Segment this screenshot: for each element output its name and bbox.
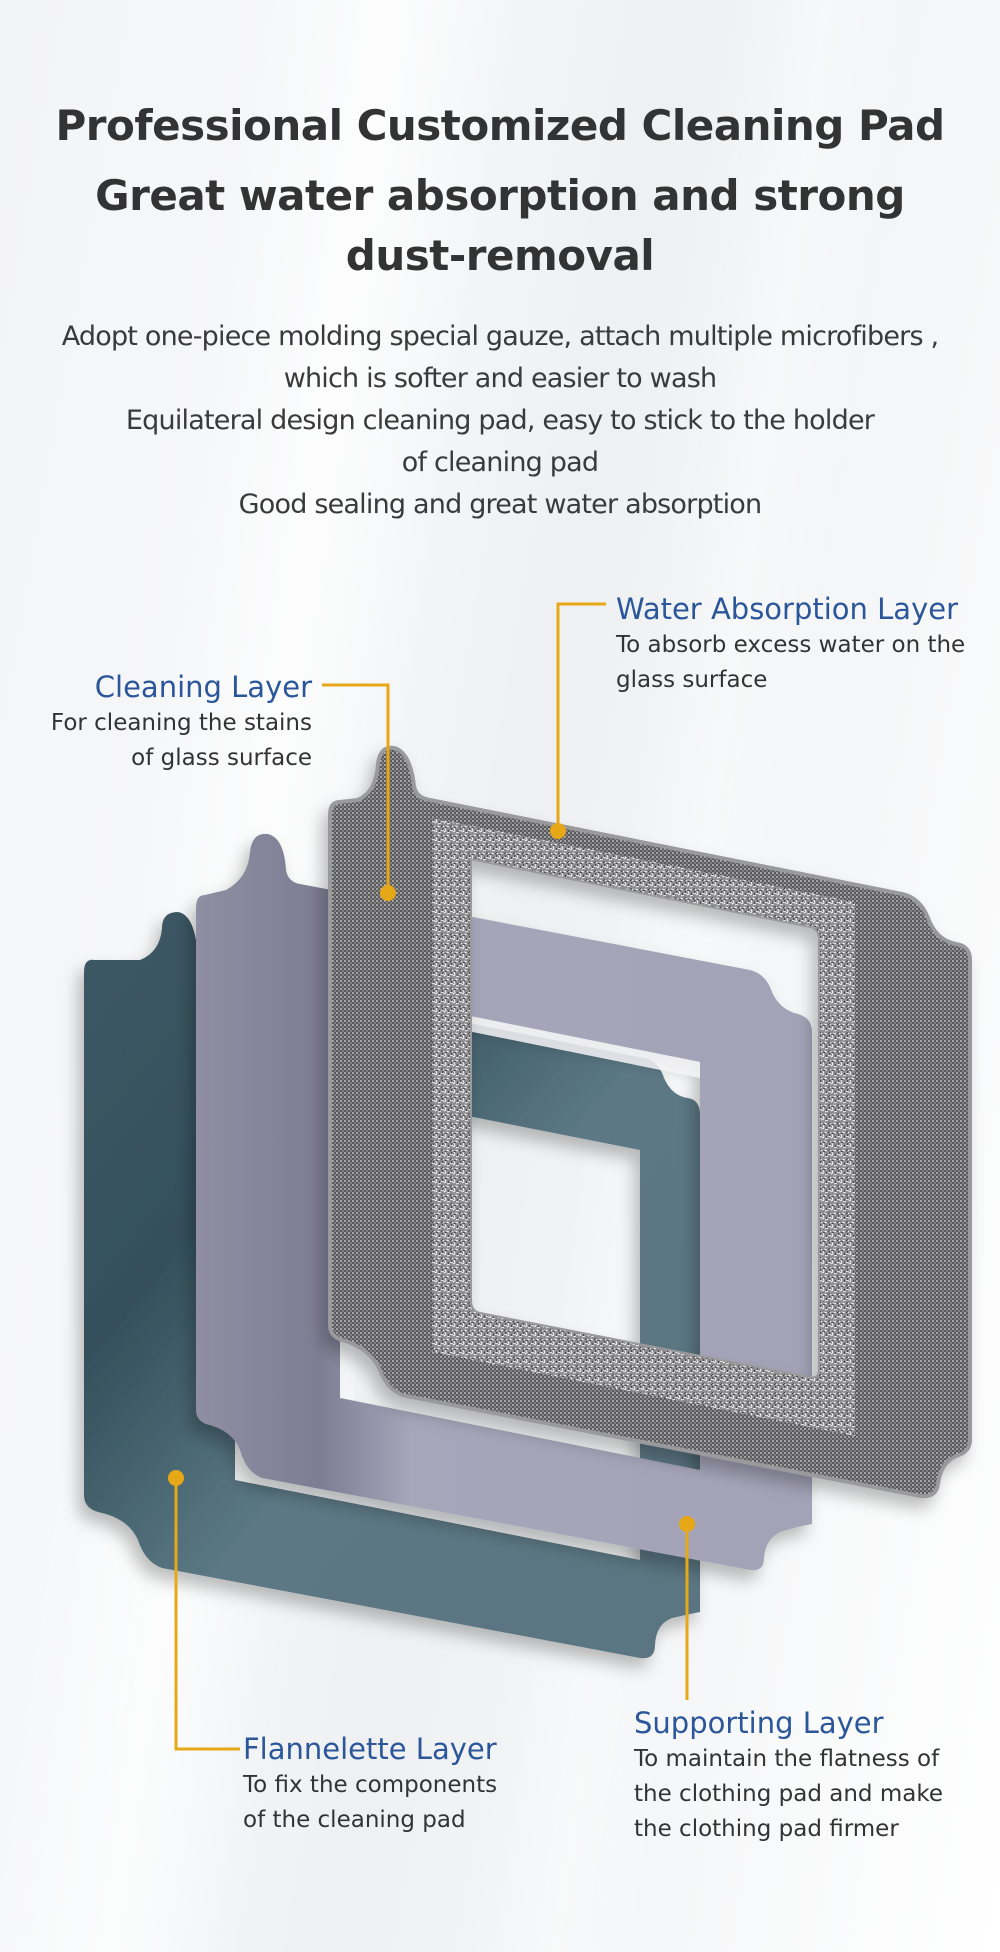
layer-desc: glass surface — [616, 667, 768, 693]
page-subtitle: Great water absorption and strong dust-r… — [0, 166, 1000, 286]
callout-dot-water — [550, 823, 566, 839]
intro-text: Adopt one-piece molding special gauze, a… — [0, 316, 1000, 526]
layer-title: Water Absorption Layer — [616, 592, 958, 626]
layer-desc: of glass surface — [131, 745, 312, 771]
cleaning-layer-label: Cleaning Layer For cleaning the stains o… — [20, 668, 312, 776]
layer-desc: To fix the components — [243, 1772, 498, 1798]
layer-title: Cleaning Layer — [94, 670, 312, 704]
subtitle-line-1: Great water absorption and strong — [95, 171, 905, 220]
callout-water — [556, 602, 606, 831]
callout-flannelette — [174, 1478, 240, 1751]
page-title: Professional Customized Cleaning Pad — [55, 101, 945, 150]
callout-dot-supporting — [679, 1516, 695, 1532]
layer-title: Flannelette Layer — [243, 1732, 497, 1766]
layer-desc: the clothing pad and make — [634, 1781, 943, 1807]
layer-title: Supporting Layer — [634, 1706, 884, 1740]
intro-line: Equilateral design cleaning pad, easy to… — [125, 405, 875, 436]
intro-line: of cleaning pad — [401, 447, 599, 478]
layer-desc: the clothing pad firmer — [634, 1816, 899, 1842]
callout-cleaning — [322, 683, 390, 893]
intro-line: Adopt one-piece molding special gauze, a… — [61, 321, 939, 352]
callout-dot-cleaning — [380, 885, 396, 901]
flannelette-layer-shape — [84, 912, 700, 1659]
supporting-layer-shape — [196, 833, 812, 1571]
water-absorption-layer-label: Water Absorption Layer To absorb excess … — [616, 590, 965, 698]
flannelette-layer-label: Flannelette Layer To fix the components … — [243, 1730, 497, 1838]
subtitle-line-2: dust-removal — [345, 231, 655, 280]
layer-desc: of the cleaning pad — [243, 1807, 466, 1833]
callout-dot-flannelette — [168, 1470, 184, 1486]
layer-desc: To absorb excess water on the — [616, 632, 966, 658]
intro-line: Good sealing and great water absorption — [238, 489, 762, 520]
layer-desc: For cleaning the stains — [50, 710, 312, 736]
supporting-layer-label: Supporting Layer To maintain the flatnes… — [634, 1704, 943, 1847]
layer-desc: To maintain the flatness of — [634, 1746, 940, 1772]
intro-line: which is softer and easier to wash — [283, 363, 717, 394]
